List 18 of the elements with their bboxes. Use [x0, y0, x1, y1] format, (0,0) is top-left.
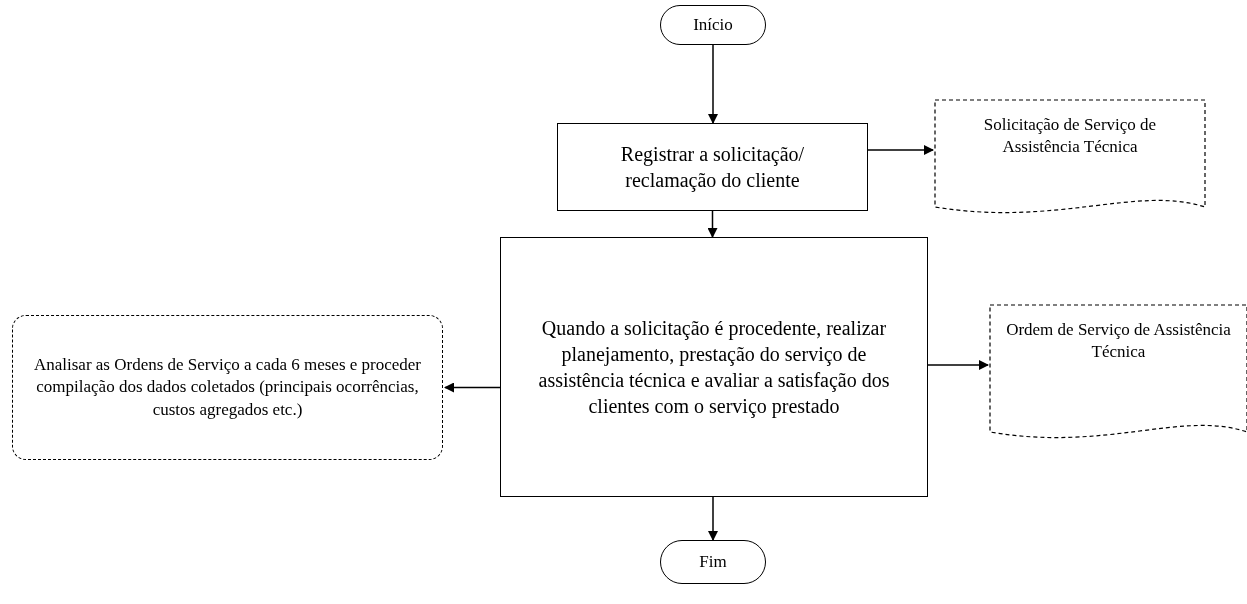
- node-text: Solicitação de Serviço de Assistência Técnica: [982, 114, 1158, 159]
- arrow: [444, 382, 501, 393]
- arrow: [927, 360, 989, 370]
- node-text: Quando a solicitação é procedente, realizar planejamento, prestação do serviço de assistência técnica e avaliar a satisfação dos clientes com o serviço prestado: [537, 316, 891, 419]
- terminator-shape: [660, 5, 766, 45]
- node-text: Ordem de Serviço de Assistência Técnica: [1005, 319, 1232, 364]
- node-text: Registrar a solicitação/ reclamação do cliente: [619, 142, 806, 193]
- note-box: [12, 315, 443, 460]
- arrow: [708, 496, 718, 541]
- arrow: [708, 44, 718, 124]
- node-text: Início: [693, 13, 733, 36]
- terminator-shape: [660, 540, 766, 584]
- process-box: [500, 237, 928, 497]
- node-text: Fim: [699, 550, 727, 573]
- arrow: [707, 210, 718, 238]
- arrow: [867, 145, 934, 155]
- node-text: Analisar as Ordens de Serviço a cada 6 meses e proceder compilação dos dados coletados (principais ocorrências, custos agregados etc.): [32, 354, 423, 421]
- process-box: [557, 123, 868, 211]
